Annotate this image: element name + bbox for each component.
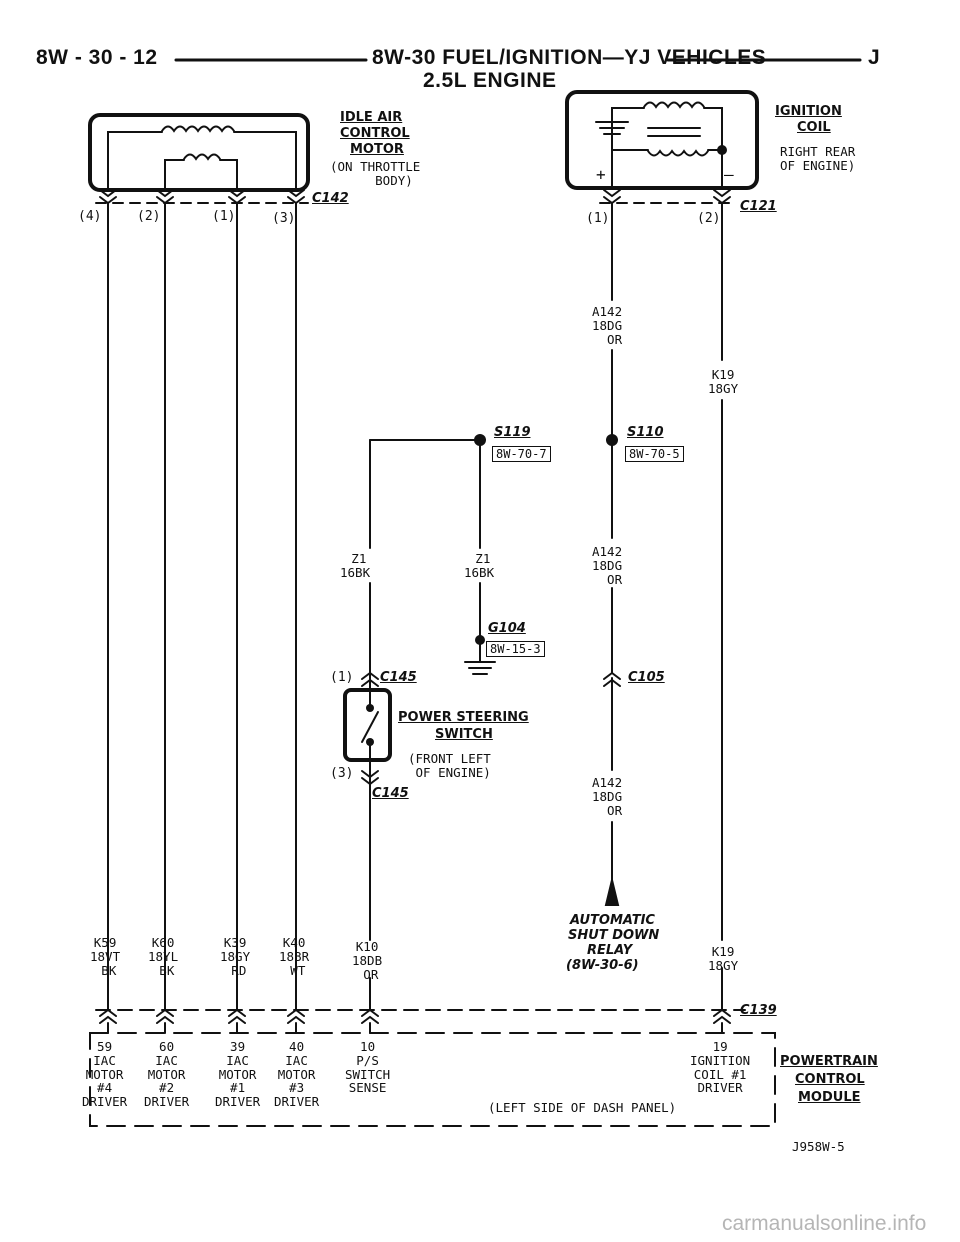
wire-k19-lower: K19 18GY bbox=[708, 944, 739, 973]
wire-z1-left: Z1 16BK bbox=[340, 551, 371, 580]
connector-c105: C105 bbox=[628, 670, 665, 685]
coil-terminal-dot bbox=[717, 145, 727, 155]
pcm-location-note: (LEFT SIDE OF DASH PANEL) bbox=[488, 1100, 677, 1115]
wire-k60: K60 18YL BK bbox=[148, 935, 179, 978]
wire-k19-upper: K19 18GY bbox=[708, 367, 739, 396]
coil-title-line1: IGNITION bbox=[775, 104, 842, 119]
ps-switch-title-line1: POWER STEERING bbox=[398, 710, 529, 725]
coil-pin-2: (2) bbox=[697, 211, 721, 226]
wire-k59: K59 18VT BK bbox=[90, 935, 121, 978]
splice-s110-ref: 8W-70-5 bbox=[625, 446, 684, 463]
pcm-cavity-59: 59 IAC MOTOR #4 DRIVER bbox=[82, 1039, 128, 1109]
splice-s110: S110 bbox=[627, 425, 664, 440]
coil-pin-1: (1) bbox=[586, 211, 610, 226]
switch-contact-bottom bbox=[366, 738, 374, 746]
ps-switch-title-line2: SWITCH bbox=[435, 727, 493, 742]
connector-c145-bottom: C145 bbox=[372, 786, 409, 801]
wire-a142-lower: A142 18DG OR bbox=[592, 775, 623, 818]
ps-pin-1: (1) bbox=[330, 670, 354, 685]
pcm-cavity-10: 10 P/S SWITCH SENSE bbox=[345, 1039, 391, 1096]
vehicle-code: J bbox=[868, 46, 881, 69]
watermark: carmanualsonline.info bbox=[722, 1212, 927, 1235]
wire-k40: K40 18BR WT bbox=[279, 935, 310, 978]
connector-c142: C142 bbox=[312, 191, 349, 206]
switch-contact-top bbox=[366, 704, 374, 712]
asd-relay-title-line2: SHUT DOWN bbox=[568, 928, 660, 943]
pcm-cavity-19: 19 IGNITION COIL #1 DRIVER bbox=[690, 1039, 751, 1096]
wire-k39: K39 18GY RD bbox=[220, 935, 251, 978]
figure-id: J958W-5 bbox=[792, 1139, 845, 1154]
s110-splice-dot bbox=[606, 434, 618, 446]
iac-pin-4: (4) bbox=[78, 209, 102, 224]
pcm-cavity-40: 40 IAC MOTOR #3 DRIVER bbox=[274, 1039, 320, 1109]
asd-relay-page-ref: (8W-30-6) bbox=[566, 958, 639, 973]
connector-c145-top: C145 bbox=[380, 670, 417, 685]
ground-g104: G104 bbox=[488, 621, 526, 636]
iac-title-line2: CONTROL bbox=[340, 126, 410, 141]
coil-title-line2: COIL bbox=[797, 120, 831, 135]
iac-pin-2: (2) bbox=[137, 209, 161, 224]
ps-pin-3: (3) bbox=[330, 766, 354, 781]
s119-splice-dot bbox=[474, 434, 486, 446]
wire-k10: K10 18DB OR bbox=[352, 939, 383, 982]
iac-pin-3: (3) bbox=[272, 211, 296, 226]
ignition-coil-box bbox=[565, 90, 759, 190]
asd-relay-title-line1: AUTOMATIC bbox=[570, 913, 655, 928]
wire-a142-upper: A142 18DG OR bbox=[592, 304, 623, 347]
splice-s119: S119 bbox=[494, 425, 531, 440]
iac-location-note: (ON THROTTLE BODY) bbox=[330, 159, 421, 189]
section-title: 8W-30 FUEL/IGNITION—YJ VEHICLES bbox=[372, 46, 767, 69]
wire-z1-right: Z1 16BK bbox=[464, 551, 495, 580]
power-steering-switch-box bbox=[343, 688, 392, 762]
page-number: 8W - 30 - 12 bbox=[36, 46, 158, 69]
pcm-title-line2: CONTROL bbox=[795, 1072, 865, 1087]
ps-switch-location-note: (FRONT LEFT OF ENGINE) bbox=[408, 751, 491, 781]
coil-minus-symbol: — bbox=[724, 165, 734, 184]
pcm-cavity-60: 60 IAC MOTOR #2 DRIVER bbox=[144, 1039, 190, 1109]
connector-c139: C139 bbox=[740, 1003, 777, 1018]
iac-motor-box bbox=[88, 113, 310, 192]
iac-pin-1: (1) bbox=[212, 209, 236, 224]
asd-relay-title-line3: RELAY bbox=[587, 943, 633, 958]
wire-a142-mid: A142 18DG OR bbox=[592, 544, 623, 587]
ground-g104-ref: 8W-15-3 bbox=[486, 641, 545, 658]
pcm-box bbox=[89, 1032, 776, 1127]
pcm-title-line1: POWERTRAIN bbox=[780, 1054, 878, 1069]
engine-subtitle: 2.5L ENGINE bbox=[423, 69, 557, 92]
g104-ground-dot bbox=[475, 635, 485, 645]
iac-title-line3: MOTOR bbox=[350, 142, 404, 157]
pcm-title-line3: MODULE bbox=[798, 1090, 861, 1105]
pcm-cavity-39: 39 IAC MOTOR #1 DRIVER bbox=[215, 1039, 261, 1109]
iac-title-line1: IDLE AIR bbox=[340, 110, 403, 125]
splice-s119-ref: 8W-70-7 bbox=[492, 446, 551, 463]
coil-plus-symbol: + bbox=[596, 165, 606, 184]
coil-location-note: RIGHT REAR OF ENGINE) bbox=[780, 144, 856, 174]
connector-c121: C121 bbox=[740, 199, 777, 214]
